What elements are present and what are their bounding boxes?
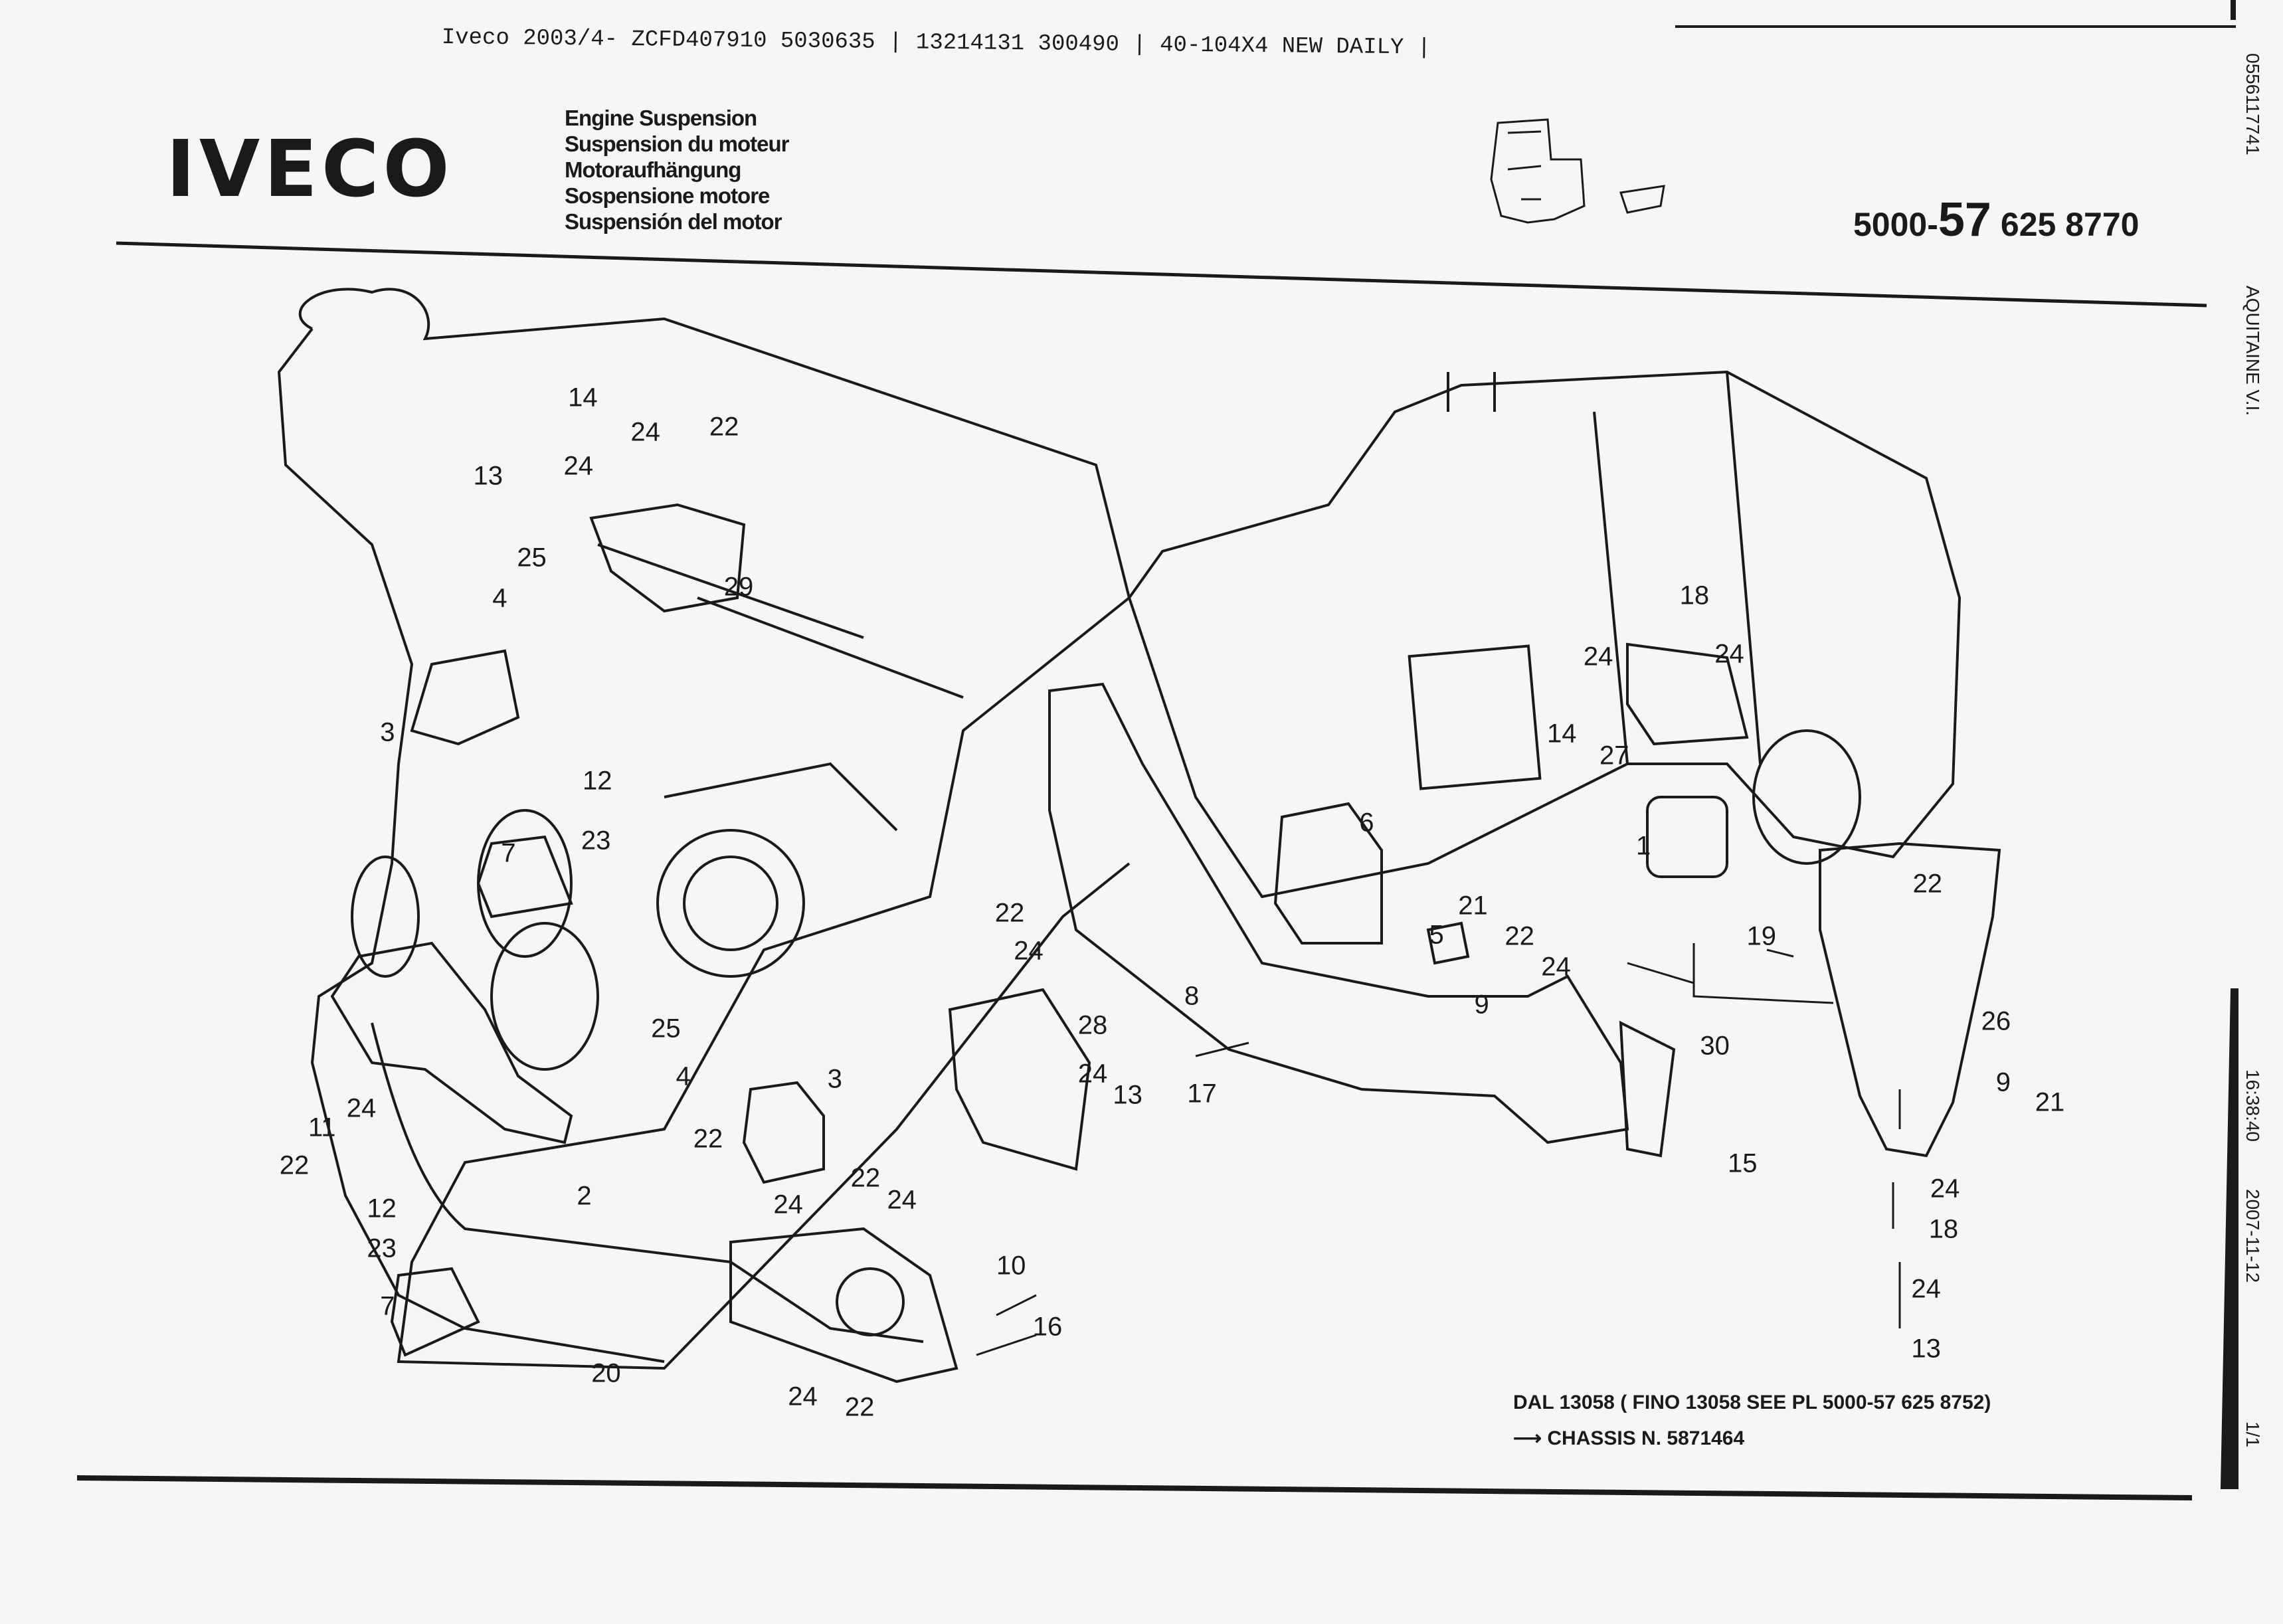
callout-39: 21 (2035, 1087, 2065, 1117)
callout-18: 1 (1635, 831, 1651, 861)
callout-59: 24 (788, 1382, 818, 1411)
callout-54: 24 (1911, 1274, 1941, 1304)
callout-23: 24 (1541, 952, 1571, 982)
footer-chassis-line: ⟶ CHASSIS N. 5871464 (1513, 1421, 1991, 1457)
fax-number: 0556117741 (2242, 53, 2263, 155)
callout-34: 24 (1014, 936, 1044, 966)
callout-0: 14 (568, 383, 598, 412)
callout-47: 12 (367, 1194, 397, 1223)
fax-page: 1/1 (2242, 1421, 2263, 1447)
fax-sender: AQUITAINE V.I. (2242, 286, 2263, 416)
callout-33: 22 (994, 898, 1025, 928)
callout-58: 20 (591, 1358, 621, 1388)
fax-date: 2007-11-12 (2242, 1189, 2263, 1283)
callout-13: 24 (1583, 642, 1613, 672)
callout-10: 23 (581, 826, 611, 856)
engine-thumbnail-icon (1490, 118, 1665, 224)
callout-57: 16 (1032, 1312, 1063, 1342)
callout-14: 24 (1714, 639, 1744, 669)
callout-43: 22 (693, 1124, 723, 1154)
callout-31: 3 (827, 1064, 842, 1094)
callout-16: 27 (1599, 741, 1629, 770)
callout-35: 24 (1077, 1059, 1108, 1088)
rubber-mounts (390, 503, 1749, 1357)
callout-7: 4 (492, 583, 507, 613)
part-number-prefix: 5000- (1853, 206, 1938, 243)
callout-42: 22 (279, 1150, 310, 1180)
callout-50: 7 (380, 1291, 395, 1321)
callout-36: 13 (1113, 1080, 1142, 1110)
callout-22: 5 (1429, 920, 1444, 950)
callout-26: 8 (1184, 981, 1200, 1011)
callout-55: 13 (1911, 1334, 1941, 1364)
callout-1: 24 (630, 417, 660, 447)
callout-32: 28 (1077, 1010, 1108, 1040)
part-number: 5000-57 625 8770 (1853, 193, 2139, 247)
title-it: Sospensione motore (565, 183, 770, 208)
callout-48: 2 (577, 1181, 592, 1211)
callout-29: 25 (651, 1014, 681, 1043)
callout-38: 9 (1995, 1067, 2011, 1097)
title-de: Motoraufhängung (565, 157, 741, 182)
callout-56: 10 (996, 1251, 1026, 1281)
callout-53: 18 (1928, 1214, 1959, 1244)
callout-5: 25 (517, 543, 547, 573)
callout-41: 24 (346, 1093, 377, 1123)
part-number-group: 57 (1938, 193, 1991, 246)
iveco-logo: IVECO (166, 123, 454, 215)
callout-25: 19 (1746, 921, 1777, 951)
callout-27: 26 (1981, 1006, 2011, 1036)
footer-validity-note: DAL 13058 ( FINO 13058 SEE PL 5000-57 62… (1513, 1392, 1991, 1413)
section-titles: Engine Suspension Suspension du moteur M… (565, 105, 790, 234)
callout-52: 24 (1930, 1174, 1960, 1204)
callout-46: 24 (887, 1185, 917, 1215)
footer-rule (76, 1475, 2193, 1500)
callout-20: 21 (1458, 891, 1488, 921)
callout-3: 13 (473, 461, 503, 491)
callout-49: 23 (367, 1233, 397, 1263)
callout-17: 6 (1359, 808, 1374, 838)
callout-37: 17 (1187, 1079, 1217, 1109)
title-es: Suspensión del motor (565, 209, 782, 234)
gearbox-outline (1127, 370, 1962, 899)
engine-outline (277, 288, 1131, 1370)
callout-51: 15 (1728, 1148, 1758, 1178)
callout-2: 22 (709, 412, 739, 442)
chassis-crossmember (330, 682, 2001, 1384)
callout-11: 7 (501, 838, 516, 868)
callout-40: 11 (308, 1113, 336, 1142)
callout-21: 22 (1505, 921, 1534, 951)
side-bar (2220, 988, 2238, 1489)
header-rule (116, 241, 2207, 308)
part-number-suffix: 625 8770 (2000, 206, 2140, 243)
fax-time: 16:38:40 (2242, 1069, 2263, 1142)
chassis-number: CHASSIS N. 5871464 (1547, 1427, 1745, 1449)
callout-19: 22 (1912, 869, 1943, 899)
title-fr: Suspension du moteur (565, 132, 790, 156)
callout-8: 3 (380, 717, 395, 747)
callout-9: 12 (583, 766, 612, 796)
footer-note: DAL 13058 ( FINO 13058 SEE PL 5000-57 62… (1513, 1385, 1991, 1457)
arrow-icon: ⟶ (1513, 1427, 1542, 1449)
callout-28: 30 (1700, 1031, 1730, 1061)
callout-15: 14 (1547, 719, 1577, 749)
callout-45: 22 (850, 1163, 881, 1193)
callout-30: 4 (676, 1061, 691, 1091)
callout-12: 18 (1679, 581, 1710, 610)
callout-6: 29 (723, 572, 754, 602)
leader-lines (976, 943, 1901, 1356)
callout-4: 24 (563, 451, 594, 481)
callout-44: 24 (773, 1190, 803, 1219)
callout-60: 22 (844, 1392, 875, 1422)
title-en: Engine Suspension (565, 106, 757, 130)
callout-24: 9 (1474, 990, 1489, 1020)
